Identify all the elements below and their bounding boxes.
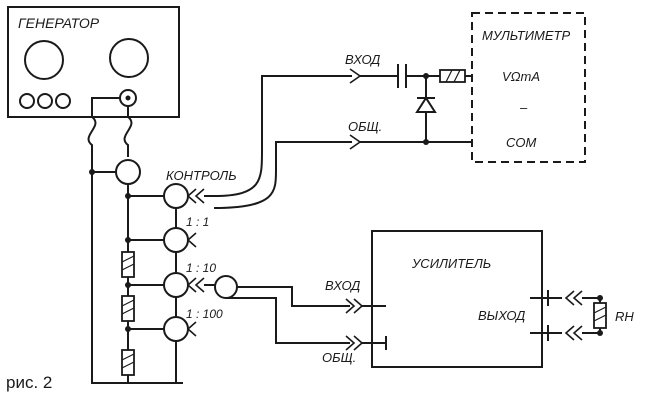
multimeter-block: МУЛЬТИМЕТР VΩmA – COM <box>471 12 586 163</box>
generator-knob-left-icon <box>24 40 64 80</box>
meter-cable: ВХОД ОБЩ. <box>204 52 502 209</box>
amplifier-box <box>371 230 543 368</box>
multimeter-box <box>471 12 586 163</box>
amplifier-title: УСИЛИТЕЛЬ <box>411 256 491 271</box>
amplifier-block: УСИЛИТЕЛЬ ВЫХОД <box>362 230 583 368</box>
label-amp-input: ВХОД <box>325 278 360 293</box>
label-ratio-100: 1 : 100 <box>186 307 223 321</box>
amp-cable: ВХОД ОБЩ. <box>204 275 364 365</box>
jack-ratio-1-icon[interactable] <box>163 227 189 253</box>
jack-ratio-100-icon[interactable] <box>163 316 189 342</box>
multimeter-com-label: COM <box>506 135 537 150</box>
multimeter-minus-label: – <box>519 100 528 115</box>
multimeter-input-label: VΩmA <box>502 69 540 84</box>
label-meter-common: ОБЩ. <box>348 119 382 134</box>
label-ratio-10: 1 : 10 <box>186 261 216 275</box>
jack-control-icon[interactable] <box>163 183 189 209</box>
label-control: КОНТРОЛЬ <box>166 168 237 183</box>
generator-button-1-icon <box>19 93 35 109</box>
label-ratio-1: 1 : 1 <box>186 215 209 229</box>
amplifier-output-label: ВЫХОД <box>478 308 525 323</box>
generator-cable <box>87 97 183 384</box>
multimeter-title: МУЛЬТИМЕТР <box>482 28 570 43</box>
generator-block: ГЕНЕРАТОР <box>7 6 180 118</box>
label-meter-input: ВХОД <box>345 52 380 67</box>
generator-title: ГЕНЕРАТОР <box>18 15 100 31</box>
attenuator: КОНТРОЛЬ 1 : 1 1 : 10 1 : 100 <box>121 168 237 383</box>
jack-ratio-10-icon[interactable] <box>163 272 189 298</box>
label-amp-common: ОБЩ. <box>322 350 356 365</box>
generator-button-2-icon <box>37 93 53 109</box>
generator-knob-right-icon <box>109 38 149 78</box>
load-resistor: RH <box>582 295 634 336</box>
load-label: RH <box>615 309 634 324</box>
amp-cable-ferrite-icon <box>214 275 238 299</box>
cable-ferrite-icon <box>115 159 141 185</box>
series-resistor-icon <box>439 69 466 83</box>
figure-caption: рис. 2 <box>6 373 52 392</box>
diode-icon <box>415 96 437 113</box>
generator-button-3-icon <box>55 93 71 109</box>
